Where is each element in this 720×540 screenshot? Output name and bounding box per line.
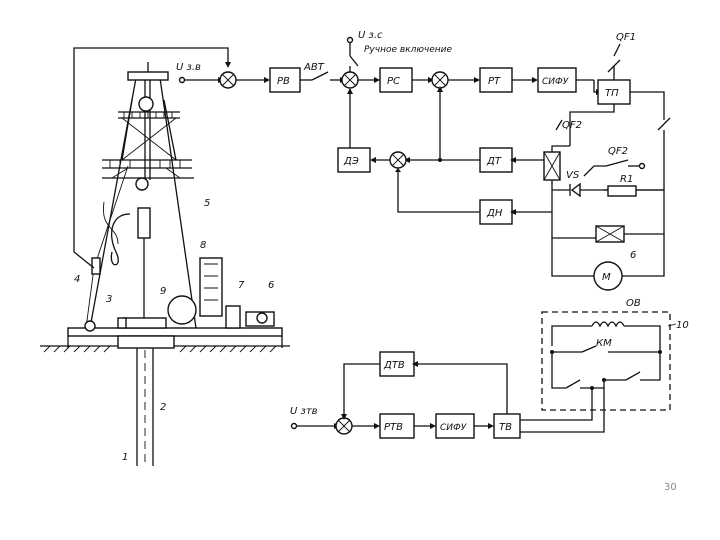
block-rt-label: РТ	[488, 76, 501, 87]
summing-junction-current	[431, 71, 449, 89]
block-tp-label: ТП	[605, 88, 619, 99]
label-n8: 8	[200, 240, 206, 251]
block-rtv-label: РТВ	[384, 422, 403, 433]
block-dtv-label: ДТВ	[383, 360, 405, 371]
label-n2: 2	[160, 402, 166, 413]
label-ov: ОВ	[626, 298, 641, 309]
summing-junction-speed	[219, 71, 237, 89]
block-de	[337, 147, 371, 173]
page-number: 30	[664, 482, 677, 493]
label-n3: 3	[106, 294, 112, 305]
label-n6: 6	[268, 280, 274, 291]
drilling-rig-drawing	[40, 62, 290, 466]
block-dtv	[379, 351, 415, 377]
label-n9: 9	[160, 286, 166, 297]
label-n6b: 6	[630, 250, 636, 261]
block-rtv	[379, 413, 415, 439]
label-n1: 1	[122, 452, 128, 463]
label-n7: 7	[238, 280, 245, 291]
label-n10: 10	[676, 320, 689, 331]
block-tv-label: ТВ	[499, 422, 512, 433]
block-sifu-field-label: СИФУ	[440, 423, 467, 433]
summing-junction-control	[341, 71, 359, 89]
label-n4: 4	[74, 274, 80, 285]
label-avt: АВТ	[303, 62, 325, 73]
label-n5: 5	[204, 198, 210, 209]
label-qf1: QF1	[616, 32, 636, 43]
block-rv-label: РВ	[277, 76, 290, 87]
label-vs: VS	[566, 170, 580, 181]
label-u-ztv: U зтв	[290, 406, 318, 417]
summing-junction-emf	[389, 151, 407, 169]
block-rv	[269, 67, 301, 93]
label-qf2-a: QF2	[562, 120, 582, 131]
block-rs-label: РС	[387, 76, 400, 87]
block-rt	[479, 67, 513, 93]
label-qf2-b: QF2	[608, 146, 628, 157]
label-r1: R1	[620, 174, 633, 185]
block-sifu-label: СИФУ	[542, 77, 569, 87]
resistor-r1	[607, 185, 637, 197]
block-dt-label: ДТ	[486, 156, 502, 167]
block-sifu	[537, 67, 577, 93]
block-km-label: КМ	[596, 338, 612, 349]
block-m-label: М	[602, 272, 611, 283]
label-manual-switch: Ручное включение	[364, 45, 453, 55]
field-winding-panel	[541, 311, 671, 411]
block-dn-label: ДН	[486, 208, 503, 219]
label-u-zv: U з.в	[176, 62, 201, 73]
summing-junction-field	[335, 417, 353, 435]
block-de-label: ДЭ	[343, 156, 359, 167]
label-u-zs: U з.с	[358, 30, 383, 41]
